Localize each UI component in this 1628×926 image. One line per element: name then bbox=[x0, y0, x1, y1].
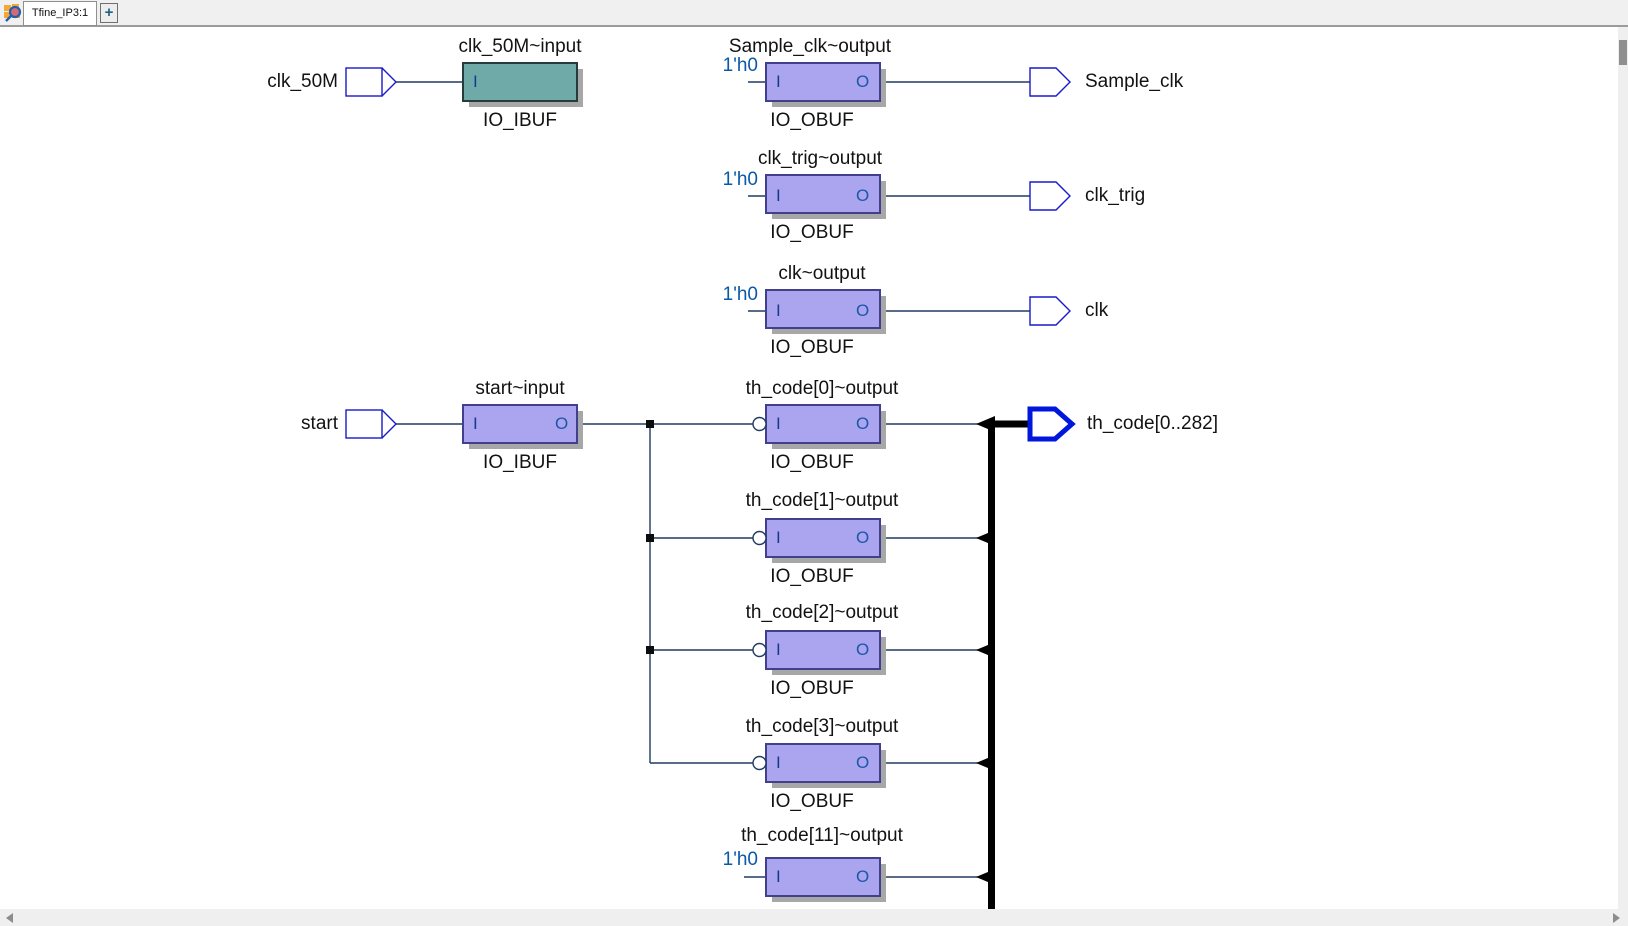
bus-output-pin-thcode[interactable] bbox=[1027, 406, 1076, 442]
cell-type-label: IO_OBUF bbox=[770, 566, 854, 587]
input-pin-chevron-icon bbox=[381, 409, 397, 439]
input-pin-symbols[interactable] bbox=[345, 67, 397, 439]
cell-title: th_code[0]~output bbox=[745, 378, 899, 399]
netlist-viewer-icon bbox=[4, 4, 24, 22]
input-pin-start[interactable] bbox=[345, 409, 383, 439]
constant-value: 1'h0 bbox=[722, 284, 758, 305]
bus-arrow-icon bbox=[976, 642, 995, 658]
cell-title: clk_trig~output bbox=[757, 148, 883, 169]
output-pin-label: Sample_clk bbox=[1085, 71, 1184, 92]
net-wires[interactable] bbox=[396, 81, 1030, 878]
junction-dot bbox=[646, 646, 654, 654]
cell-title: start~input bbox=[475, 378, 565, 399]
tab-tfine-ip3[interactable]: Tfine_IP3:1 bbox=[23, 1, 97, 26]
junction-dot bbox=[646, 420, 654, 428]
cell-type-label: IO_OBUF bbox=[770, 337, 854, 358]
cell-type-label: IO_OBUF bbox=[770, 791, 854, 812]
output-pin-label: clk_trig bbox=[1085, 185, 1146, 206]
port-letter-i: I bbox=[776, 301, 781, 320]
junction-dot bbox=[646, 534, 654, 542]
output-pin-symbols[interactable] bbox=[1029, 67, 1071, 326]
port-letter-i: I bbox=[776, 528, 781, 547]
bubble-icon bbox=[752, 416, 767, 432]
th-code-bus[interactable] bbox=[976, 416, 1030, 909]
obuf-block-th11[interactable] bbox=[765, 857, 881, 897]
port-letter-o: O bbox=[856, 186, 870, 205]
cell-type-label: IO_IBUF bbox=[483, 452, 557, 473]
constant-value: 1'h0 bbox=[722, 169, 758, 190]
tab-bar: Tfine_IP3:1 + bbox=[0, 0, 1628, 27]
bus-arrow-icon bbox=[976, 530, 995, 546]
tab-label: Tfine_IP3:1 bbox=[31, 7, 89, 19]
constant-value: 1'h0 bbox=[722, 55, 758, 76]
port-letter-i: I bbox=[776, 753, 781, 772]
input-bubbles bbox=[752, 416, 767, 771]
cell-type-label: IO_OBUF bbox=[770, 452, 854, 473]
cell-type-label: IO_OBUF bbox=[770, 678, 854, 699]
port-letter-o: O bbox=[856, 867, 870, 886]
horizontal-scrollbar[interactable] bbox=[0, 909, 1628, 926]
bubble-icon bbox=[752, 755, 767, 771]
bubble-icon bbox=[752, 642, 767, 658]
port-letter-i: I bbox=[473, 414, 478, 433]
obuf-block-th3[interactable] bbox=[765, 743, 881, 783]
bus-arrow-icon bbox=[976, 869, 995, 885]
output-pin-clktrig[interactable] bbox=[1029, 181, 1071, 211]
vertical-scrollbar[interactable] bbox=[1618, 27, 1628, 909]
port-letter-o: O bbox=[856, 414, 870, 433]
input-pin-clk50m[interactable] bbox=[345, 67, 383, 97]
bubble-icon bbox=[752, 530, 767, 546]
new-tab-button[interactable]: + bbox=[100, 3, 118, 23]
bus-pin-label: th_code[0..282] bbox=[1087, 413, 1218, 434]
ibuf-block-clk50m[interactable] bbox=[462, 62, 578, 102]
input-pin-label: clk_50M bbox=[267, 71, 338, 92]
port-letter-o: O bbox=[856, 640, 870, 659]
bus-arrow-icon bbox=[976, 755, 995, 771]
constant-value: 1'h0 bbox=[722, 849, 758, 870]
output-pin-label: clk bbox=[1085, 300, 1109, 321]
port-letter-o: O bbox=[856, 528, 870, 547]
port-letter-o: O bbox=[856, 753, 870, 772]
obuf-block-th2[interactable] bbox=[765, 630, 881, 670]
vertical-scrollbar-thumb[interactable] bbox=[1619, 40, 1627, 65]
cell-title: Sample_clk~output bbox=[728, 36, 892, 57]
cell-type-label: IO_OBUF bbox=[770, 222, 854, 243]
scroll-right-arrow-icon[interactable] bbox=[1613, 913, 1620, 923]
port-letter-i: I bbox=[776, 414, 781, 433]
cell-title: th_code[11]~output bbox=[741, 825, 903, 846]
junction-dots bbox=[646, 420, 654, 654]
obuf-block-clktrig[interactable] bbox=[765, 174, 881, 214]
obuf-block-clk[interactable] bbox=[765, 289, 881, 329]
cell-title: clk_50M~input bbox=[458, 36, 582, 57]
cell-title: th_code[1]~output bbox=[745, 490, 899, 511]
port-letter-i: I bbox=[473, 72, 478, 91]
obuf-block-th1[interactable] bbox=[765, 518, 881, 558]
port-letter-i: I bbox=[776, 186, 781, 205]
ibuf-block-start[interactable] bbox=[462, 404, 578, 444]
input-pin-label: start bbox=[301, 413, 338, 434]
input-pin-chevron-icon bbox=[381, 67, 397, 97]
cell-type-label: IO_IBUF bbox=[483, 110, 557, 131]
scroll-left-arrow-icon[interactable] bbox=[6, 913, 13, 923]
port-letter-i: I bbox=[776, 72, 781, 91]
port-letter-i: I bbox=[776, 640, 781, 659]
output-pin-sampleclk[interactable] bbox=[1029, 67, 1071, 97]
output-pin-clk[interactable] bbox=[1029, 296, 1071, 326]
bus-arrow-icon bbox=[976, 416, 995, 432]
obuf-block-sampleclk[interactable] bbox=[765, 62, 881, 102]
port-letter-i: I bbox=[776, 867, 781, 886]
port-letter-o: O bbox=[856, 72, 870, 91]
cell-title: th_code[2]~output bbox=[745, 602, 899, 623]
cell-type-label: IO_OBUF bbox=[770, 110, 854, 131]
cell-title: th_code[3]~output bbox=[745, 716, 899, 737]
port-letter-o: O bbox=[856, 301, 870, 320]
port-letter-o: O bbox=[555, 414, 569, 433]
cell-title: clk~output bbox=[778, 263, 866, 284]
obuf-block-th0[interactable] bbox=[765, 404, 881, 444]
